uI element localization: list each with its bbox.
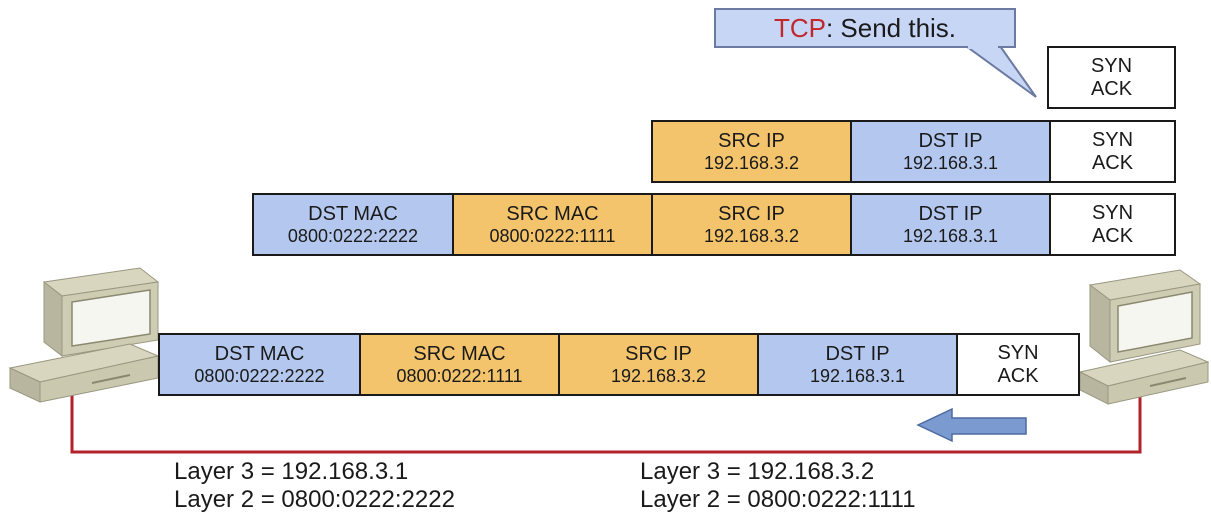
left-layer3-address: Layer 3 = 192.168.3.1 <box>174 458 409 485</box>
src-ip-field: SRC IP 192.168.3.2 <box>653 122 852 181</box>
wire-frame: DST MAC 0800:0222:2222 SRC MAC 0800:0222… <box>158 333 1080 396</box>
field-title: SRC MAC <box>413 343 506 366</box>
right-layer3-address: Layer 3 = 192.168.3.2 <box>640 458 875 485</box>
ack-label: ACK <box>997 364 1039 387</box>
field-title: DST IP <box>825 343 890 366</box>
field-title: SRC IP <box>625 343 692 366</box>
field-value: 192.168.3.1 <box>902 152 999 173</box>
tcp-label: TCP <box>773 12 826 43</box>
src-ip-field: SRC IP 192.168.3.2 <box>560 335 759 394</box>
field-title: SRC MAC <box>506 203 599 226</box>
ethernet-frame: DST MAC 0800:0222:2222 SRC MAC 0800:0222… <box>252 193 1176 256</box>
field-title: DST IP <box>918 203 983 226</box>
field-value: 0800:0222:1111 <box>489 225 616 246</box>
ack-label: ACK <box>1091 224 1134 247</box>
ip-packet: SRC IP 192.168.3.2 DST IP 192.168.3.1 SY… <box>651 120 1176 183</box>
syn-ack-field: SYN ACK <box>1051 122 1174 181</box>
ack-label: ACK <box>1091 151 1134 174</box>
syn-ack-field: SYN ACK <box>1051 195 1174 254</box>
speech-bubble-icon <box>962 45 1037 98</box>
field-value: 0800:0222:2222 <box>287 225 419 246</box>
src-mac-field: SRC MAC 0800:0222:1111 <box>361 335 560 394</box>
syn-label: SYN <box>1090 55 1133 78</box>
callout-message: : Send this. <box>825 12 957 43</box>
field-value: 192.168.3.2 <box>703 225 800 246</box>
field-title: DST IP <box>918 130 983 153</box>
field-title: SRC IP <box>718 203 785 226</box>
left-host-addresses: Layer 3 = 192.168.3.1 Layer 2 = 0800:022… <box>174 458 455 513</box>
network-wire <box>70 390 1142 454</box>
syn-label: SYN <box>997 342 1039 365</box>
field-value: 192.168.3.1 <box>809 365 906 386</box>
right-layer2-address: Layer 2 = 0800:0222:1111 <box>640 485 916 513</box>
dst-ip-field: DST IP 192.168.3.1 <box>759 335 958 394</box>
src-ip-field: SRC IP 192.168.3.2 <box>653 195 852 254</box>
dst-ip-field: DST IP 192.168.3.1 <box>852 195 1051 254</box>
syn-label: SYN <box>1091 202 1134 225</box>
field-title: SRC IP <box>718 130 785 153</box>
computer-icon <box>8 267 160 403</box>
syn-ack-field: SYN ACK <box>958 335 1078 394</box>
field-value: 192.168.3.2 <box>610 365 707 386</box>
left-layer2-address: Layer 2 = 0800:0222:2222 <box>174 485 455 513</box>
tcp-segment: SYN ACK <box>1047 46 1176 109</box>
tcp-callout: TCP : Send this. <box>714 8 1016 48</box>
field-title: DST MAC <box>308 203 398 226</box>
field-value: 192.168.3.1 <box>902 225 999 246</box>
left-arrow-icon <box>916 407 1027 443</box>
right-host-addresses: Layer 3 = 192.168.3.2 Layer 2 = 0800:022… <box>640 458 916 513</box>
syn-ack-field: SYN ACK <box>1049 48 1174 107</box>
field-value: 0800:0222:2222 <box>194 365 325 386</box>
dst-ip-field: DST IP 192.168.3.1 <box>852 122 1051 181</box>
computer-icon <box>1078 269 1210 405</box>
dst-mac-field: DST MAC 0800:0222:2222 <box>160 335 361 394</box>
field-value: 192.168.3.2 <box>703 152 800 173</box>
callout-tail-join <box>968 44 998 49</box>
ack-label: ACK <box>1090 77 1133 100</box>
field-value: 0800:0222:1111 <box>396 365 523 386</box>
syn-label: SYN <box>1091 129 1134 152</box>
src-mac-field: SRC MAC 0800:0222:1111 <box>454 195 653 254</box>
field-title: DST MAC <box>214 343 305 366</box>
dst-mac-field: DST MAC 0800:0222:2222 <box>254 195 454 254</box>
